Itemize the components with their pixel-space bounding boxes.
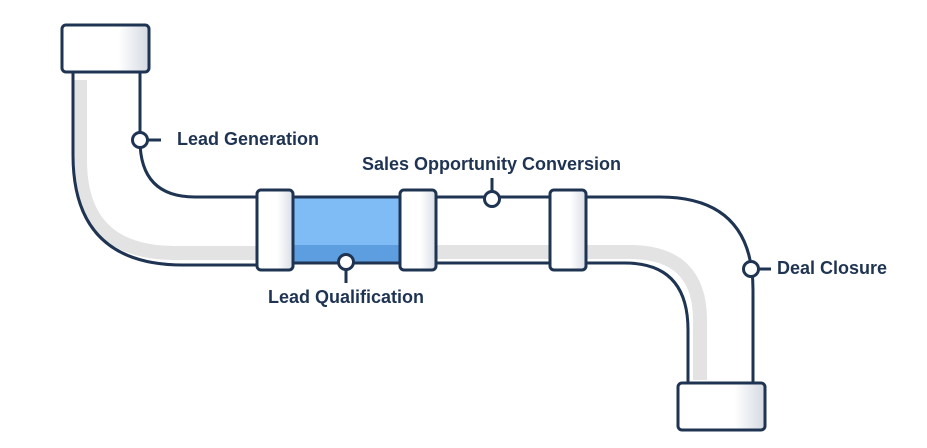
deal-closure-label: Deal Closure	[777, 258, 887, 278]
coupling-3	[548, 188, 588, 272]
coupling-1	[255, 188, 295, 272]
coupling-2	[398, 188, 438, 272]
sales-opportunity-conversion-label: Sales Opportunity Conversion	[362, 154, 621, 174]
lead-generation-label: Lead Generation	[177, 129, 319, 149]
pipe-outline-left-outer	[71, 72, 258, 267]
end-cap-bottom	[676, 381, 767, 432]
pipe-shadow-left	[73, 80, 262, 260]
pipe-outline-right-outer	[586, 195, 755, 384]
sales-opportunity-marker	[483, 190, 501, 208]
pipe-body-right	[398, 195, 753, 384]
lead-qualification-marker	[337, 253, 355, 271]
pipe-shadow-right	[586, 245, 707, 380]
deal-closure-marker	[742, 260, 760, 278]
lead-generation-marker	[131, 131, 149, 149]
lead-qualification-label: Lead Qualification	[268, 287, 424, 307]
pipe-outline-right-inner	[586, 261, 690, 384]
end-cap-top	[60, 23, 151, 74]
